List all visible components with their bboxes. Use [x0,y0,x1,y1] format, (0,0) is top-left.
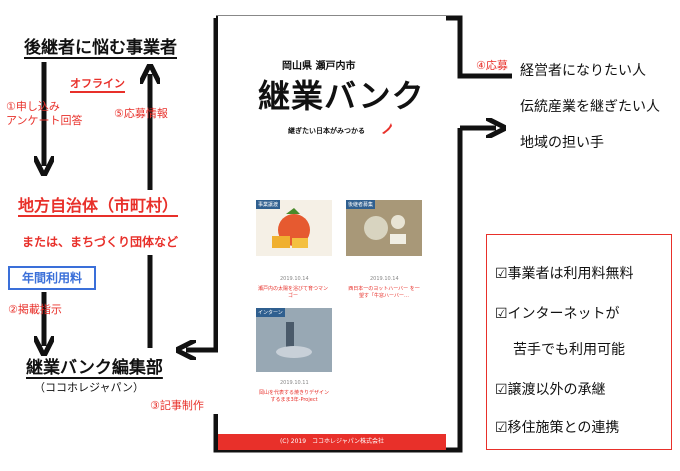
feature-internet-cont: 苦手でも利用可能 [513,342,625,358]
card-date: 2019.10.14 [370,276,399,282]
card-caption[interactable]: 西日本一のヨットハーバー を一望す「牛窓ハーバー… [348,286,420,299]
feature-free: ☑事業者は利用料無料 [495,266,634,282]
arrow-to-editorial [186,18,219,350]
region-label: 岡山県 瀬戸内市 [282,61,356,72]
node-editorial: 継業バンク編集部 [26,358,163,378]
site-footer: (C) 2019 ココホレジャパン株式会社 [218,434,446,450]
recipient-1: 経営者になりたい人 [520,63,646,79]
label-step1: ①申し込み アンケート回答 [6,100,83,127]
feature-succession: ☑譲渡以外の承継 [495,382,606,398]
feature-internet: ☑インターネットが [495,306,620,322]
site-logo: 継業バンク [258,77,425,115]
card-caption[interactable]: 瀬戸内の太陽を浴びて育つマンゴー [258,286,329,299]
site-mockup: 岡山県 瀬戸内市 継業バンク 継ぎたい日本がみつかる 事業譲渡 2019.10.… [218,16,446,450]
recipient-3: 地域の担い手 [520,135,604,151]
card-thumbnail-mango[interactable]: 事業譲渡 [256,200,332,256]
card-tag: インターン [256,308,285,317]
annual-fee-badge: 年間利用料 [8,266,96,290]
node-editorial-sub: （ココホレジャパン） [34,381,144,394]
card-thumbnail-intern[interactable]: インターン [256,308,332,372]
label-step4: ④応募 [476,59,508,72]
card-caption[interactable]: 岡山を代表する焼きりデザインするまま3年-Project [258,390,329,403]
label-step5: ⑤応募情報 [114,107,168,120]
node-local-gov-sub: または、まちづくり団体など [22,235,179,249]
card-date: 2019.10.14 [280,276,309,282]
card-tag: 事業譲渡 [256,200,281,209]
phone-frame-bottom [213,128,463,453]
card-date: 2019.10.11 [280,380,309,386]
card-thumbnail-harbor[interactable]: 後継者募集 [346,200,422,256]
japan-map-icon [380,120,394,134]
card-tag: 後継者募集 [346,200,376,209]
node-local-gov: 地方自治体（市町村） [18,196,179,215]
label-offline: オフライン [70,77,125,90]
features-box: ☑事業者は利用料無料 ☑インターネットが 苦手でも利用可能 ☑譲渡以外の承継 ☑… [486,234,672,450]
site-tagline: 継ぎたい日本がみつかる [288,127,365,135]
node-business-owner: 後継者に悩む事業者 [24,38,177,58]
feature-migration: ☑移住施策との連携 [495,420,620,436]
recipient-2: 伝統産業を継ぎたい人 [520,99,660,115]
label-step3: ③記事制作 [150,399,204,412]
label-step2: ②掲載指示 [8,303,62,316]
